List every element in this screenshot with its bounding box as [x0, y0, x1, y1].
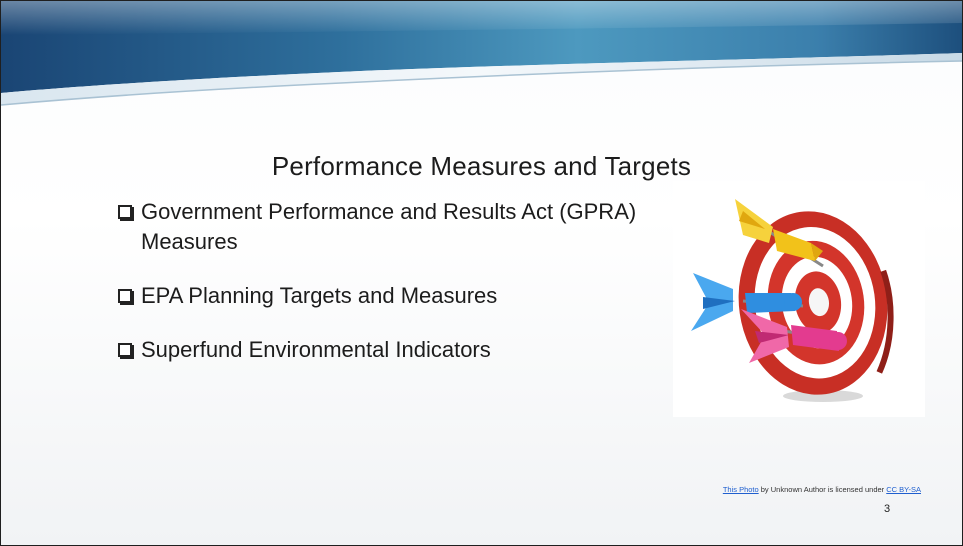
bullet-item: Government Performance and Results Act (…	[117, 197, 657, 257]
checkbox-bullet-icon	[118, 289, 132, 303]
checkbox-bullet-icon	[118, 205, 132, 219]
page-number: 3	[883, 503, 891, 515]
bullet-item: Superfund Environmental Indicators	[117, 335, 657, 365]
bullet-text: EPA Planning Targets and Measures	[141, 283, 498, 308]
bullet-item: EPA Planning Targets and Measures	[117, 281, 657, 311]
license-link[interactable]: CC BY-SA	[886, 485, 921, 494]
header-banner	[1, 1, 962, 106]
photo-link[interactable]: This Photo	[722, 485, 759, 494]
bullet-list: Government Performance and Results Act (…	[117, 197, 657, 365]
credit-text: by Unknown Author is licensed under	[758, 485, 887, 494]
bullet-text: Superfund Environmental Indicators	[141, 337, 491, 362]
dartboard-with-darts-icon	[673, 181, 925, 417]
bullet-text: Government Performance and Results Act (…	[141, 199, 637, 254]
checkbox-bullet-icon	[118, 343, 132, 357]
slide-title: Performance Measures and Targets	[271, 151, 692, 181]
photo-credit: This Photo by Unknown Author is licensed…	[601, 485, 921, 494]
